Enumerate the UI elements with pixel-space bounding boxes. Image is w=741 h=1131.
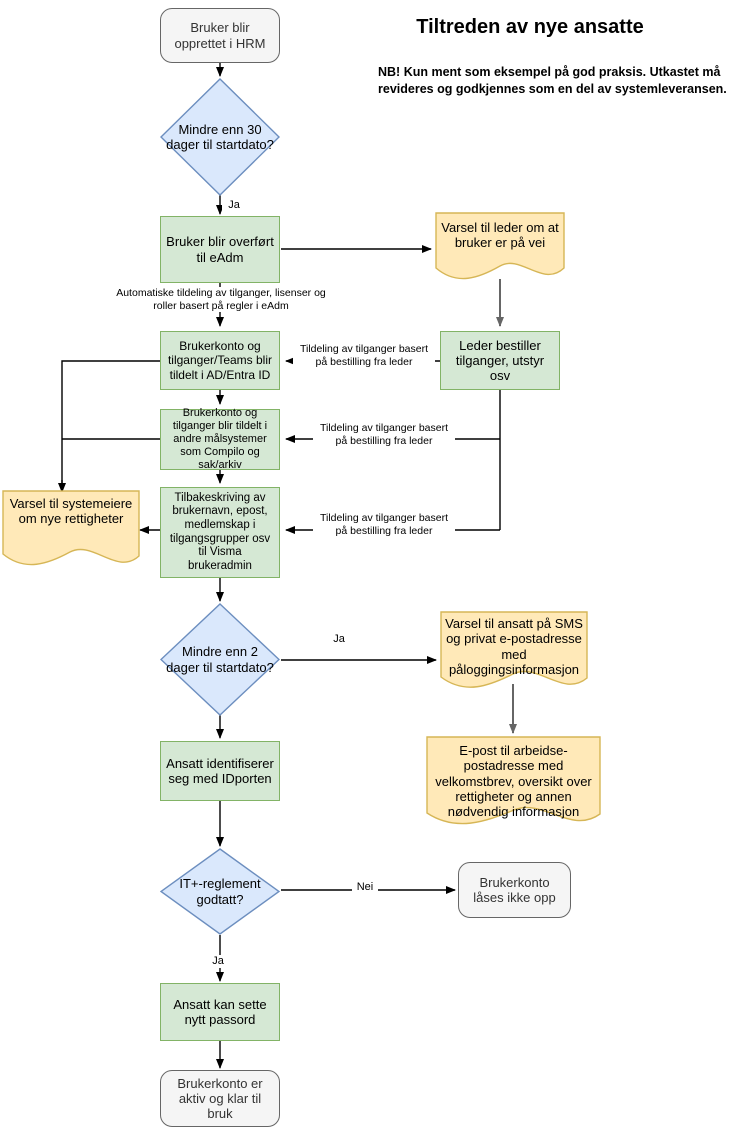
node-label: IT+-reglement godtatt? (179, 876, 261, 907)
node-decision-30-days[interactable]: Mindre enn 30 dager til startdato? (160, 78, 280, 196)
node-ad-entra-id[interactable]: Brukerkonto og tilganger/Teams blir tild… (160, 331, 280, 390)
node-decision-it-reglement[interactable]: IT+-reglement godtatt? (160, 848, 280, 935)
edge-label-tildeling-3: Tildeling av tilganger basert på bestill… (313, 512, 455, 538)
node-account-active[interactable]: Brukerkonto er aktiv og klar til bruk (160, 1070, 280, 1127)
node-compilo-sakarkiv[interactable]: Brukerkonto og tilganger blir tildelt i … (160, 407, 280, 471)
edge-label-tildeling-1: Tildeling av tilganger basert på bestill… (293, 343, 435, 369)
document-shape (426, 736, 601, 825)
node-label: Ansatt kan sette nytt passord (173, 996, 267, 1027)
node-label: Bruker blir overført til eAdm (166, 234, 274, 265)
edge-label-ja-2: Ja (327, 633, 351, 647)
node-label: Bruker blir opprettet i HRM (174, 20, 266, 51)
node-set-new-password[interactable]: Ansatt kan sette nytt passord (160, 983, 280, 1041)
document-shape (2, 490, 140, 566)
node-account-not-unlocked[interactable]: Brukerkonto låses ikke opp (458, 862, 571, 918)
edge-label-nei-it: Nei (352, 881, 378, 895)
node-tilbakeskriving[interactable]: Tilbakeskriving av brukernavn, epost, me… (160, 487, 280, 578)
node-label: Mindre enn 30 dager til startdato? (166, 121, 274, 152)
node-transfer-eadm[interactable]: Bruker blir overført til eAdm (160, 216, 280, 283)
node-note-varsel-sms[interactable]: Varsel til ansatt på SMS og privat e-pos… (440, 611, 588, 693)
edge-label-tildeling-2: Tildeling av tilganger basert på bestill… (313, 422, 455, 448)
node-label: Varsel til ansatt på SMS og privat e-pos… (445, 616, 583, 677)
node-label: Brukerkonto låses ikke opp (473, 874, 556, 905)
edge-label-ja-30: Ja (222, 199, 246, 213)
document-shape (440, 611, 588, 688)
node-note-epost-arbeid[interactable]: E-post til arbeidse-postadresse med velk… (426, 736, 601, 831)
node-label: Brukerkonto er aktiv og klar til bruk (177, 1075, 263, 1122)
node-decision-2-days[interactable]: Mindre enn 2 dager til startdato? (160, 603, 280, 716)
node-label: Ansatt identifiserer seg med IDporten (166, 755, 274, 786)
node-start[interactable]: Bruker blir opprettet i HRM (160, 8, 280, 63)
node-note-varsel-leder[interactable]: Varsel til leder om at bruker er på vei (435, 212, 565, 280)
edge-label-ja-it: Ja (206, 955, 230, 969)
edge-label-automatisk-tildeling: Automatiske tildeling av tilganger, lise… (107, 287, 335, 313)
edge-left-trunk (61, 360, 160, 488)
node-label: Mindre enn 2 dager til startdato? (166, 644, 274, 675)
node-label: Leder bestiller tilganger, utstyr osv (455, 337, 545, 384)
diamond-shape (160, 848, 280, 935)
node-label: Varsel til systemeiere om nye rettighete… (9, 496, 133, 527)
node-label: E-post til arbeidse-postadresse med velk… (435, 743, 592, 820)
node-idporten[interactable]: Ansatt identifiserer seg med IDporten (160, 741, 280, 801)
node-label: Brukerkonto og tilganger/Teams blir tild… (167, 339, 273, 382)
node-label: Tilbakeskriving av brukernavn, epost, me… (169, 491, 271, 572)
node-note-varsel-systemeiere[interactable]: Varsel til systemeiere om nye rettighete… (2, 490, 140, 570)
diagram-subtitle: NB! Kun ment som eksempel på god praksis… (378, 65, 727, 96)
node-leder-bestiller[interactable]: Leder bestiller tilganger, utstyr osv (440, 331, 560, 390)
node-label: Brukerkonto og tilganger blir tildelt i … (172, 407, 268, 471)
node-label: Varsel til leder om at bruker er på vei (441, 220, 559, 251)
diagram-title: Tiltreden av nye ansatte (416, 16, 644, 38)
document-shape (435, 212, 565, 280)
